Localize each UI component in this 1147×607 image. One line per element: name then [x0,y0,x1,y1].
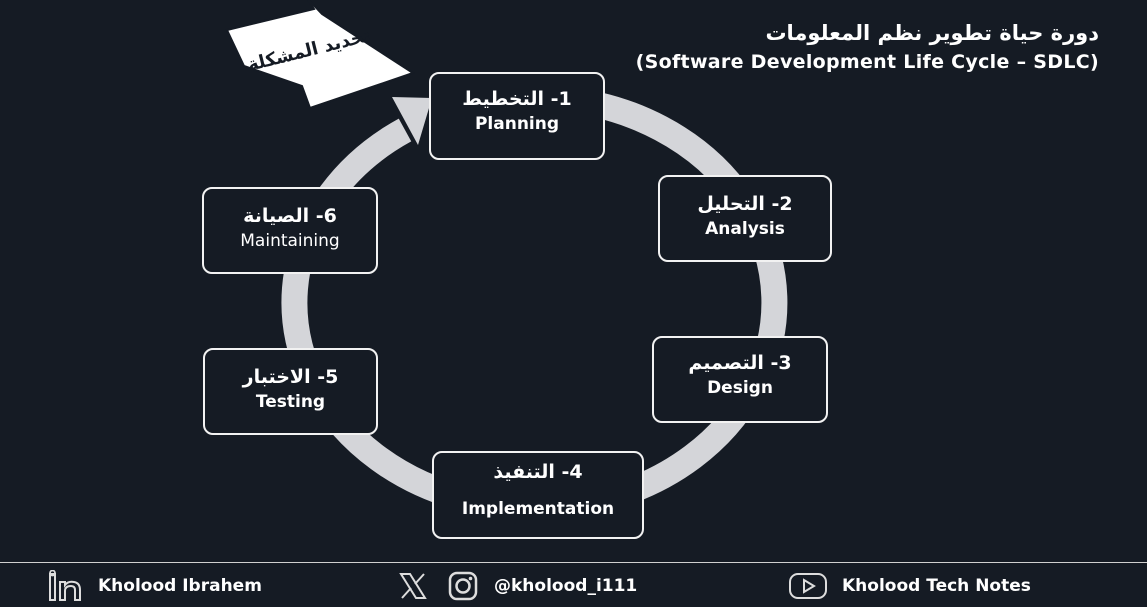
step-implementation: 4- التنفيذ Implementation [432,451,644,539]
step-label-english: Planning [474,114,560,134]
cycle-ring [281,86,788,521]
step-label-arabic: 4- التنفيذ [493,461,583,483]
footer-youtube[interactable]: Kholood Tech Notes [788,568,1031,604]
step-label-english: Design [707,378,773,398]
title-arabic: دورة حياة تطوير نظم المعلومات [765,21,1099,45]
step-label-arabic: 5- الاختبار [242,366,339,388]
linkedin-name: Kholood Ibrahem [98,576,262,596]
youtube-icon [788,571,828,601]
diagram-title: دورة حياة تطوير نظم المعلومات (Software … [636,18,1099,76]
linkedin-icon [48,570,86,602]
youtube-channel: Kholood Tech Notes [842,576,1031,596]
instagram-icon [448,571,478,601]
step-label-english: Maintaining [240,231,340,251]
step-label-english: Testing [255,392,326,412]
step-planning: 1- التخطيط Planning [429,72,605,160]
footer-linkedin[interactable]: Kholood Ibrahem [48,568,262,604]
step-label-arabic: 2- التحليل [697,193,793,215]
social-handle: @kholood_i111 [494,576,638,596]
start-arrow-shape [225,0,416,110]
x-icon [398,571,428,601]
footer-social[interactable]: @kholood_i111 [398,568,637,604]
step-analysis: 2- التحليل Analysis [658,175,832,262]
step-label-arabic: 1- التخطيط [462,88,572,110]
step-label-english: Implementation [461,499,615,519]
title-english: (Software Development Life Cycle – SDLC) [635,51,1099,73]
step-maintaining: 6- الصيانة Maintaining [202,187,378,274]
step-label-arabic: 6- الصيانة [243,205,337,227]
step-design: 3- التصميم Design [652,336,828,423]
step-testing: 5- الاختبار Testing [203,348,378,435]
step-label-english: Analysis [705,219,785,239]
cycle-arrowhead [392,97,432,145]
footer-divider [0,562,1147,563]
step-label-arabic: 3- التصميم [688,352,792,374]
